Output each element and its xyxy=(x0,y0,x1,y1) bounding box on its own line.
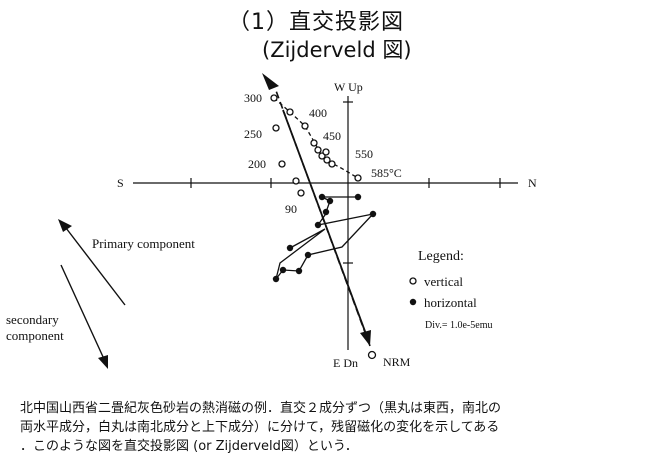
vertical-point xyxy=(367,350,377,360)
solid-trend-arrowhead xyxy=(360,330,371,346)
step-label-nrm: NRM xyxy=(383,355,411,369)
axis-label-left: S xyxy=(117,176,124,190)
step-label-250: 250 xyxy=(244,127,262,141)
dashed-fit-arrowhead xyxy=(262,73,279,90)
horizontal-point xyxy=(272,275,280,283)
vertical-point xyxy=(278,160,286,168)
step-label-400: 400 xyxy=(309,106,327,120)
vertical-point xyxy=(292,177,300,185)
vertical-point xyxy=(301,122,309,130)
horizontal-point xyxy=(314,221,322,229)
vertical-points xyxy=(270,94,377,360)
axis-label-top: W Up xyxy=(334,80,363,94)
vertical-point xyxy=(270,94,278,102)
primary-component-arrow xyxy=(65,227,126,306)
vertical-point xyxy=(323,156,331,164)
zijderveld-diagram: W Up E Dn S N xyxy=(6,73,537,370)
horizontal-point xyxy=(318,193,326,201)
axis-label-bottom: E Dn xyxy=(333,356,358,370)
vertical-point xyxy=(328,160,336,168)
legend-vertical-label: vertical xyxy=(424,274,463,289)
step-label-300: 300 xyxy=(244,91,262,105)
secondary-arrowhead xyxy=(98,355,108,369)
figure-title: （1）直交投影図 xyxy=(228,10,404,35)
step-label-90: 90 xyxy=(285,202,297,216)
horizontal-point xyxy=(354,193,362,201)
solid-trend-line xyxy=(282,109,367,335)
vertical-point xyxy=(272,124,280,132)
figure-subtitle: (Zijderveld 図) xyxy=(262,38,412,62)
vertical-point xyxy=(314,146,322,154)
horizontal-point xyxy=(295,267,303,275)
legend-filled-circle xyxy=(409,298,417,306)
step-label-200: 200 xyxy=(248,157,266,171)
secondary-component-label-1: secondary xyxy=(6,312,59,327)
secondary-component-arrow xyxy=(60,264,105,360)
horizontal-ticks xyxy=(190,178,501,188)
horizontal-point xyxy=(286,244,294,252)
step-label-585: 585°C xyxy=(371,166,402,180)
secondary-component-label-2: component xyxy=(6,328,64,343)
horizontal-point xyxy=(369,210,377,218)
legend-div-label: Div.= 1.0e-5emu xyxy=(425,320,492,331)
vertical-point xyxy=(286,108,294,116)
vertical-point xyxy=(297,189,305,197)
vertical-ticks xyxy=(343,101,353,264)
vertical-point xyxy=(354,174,362,182)
primary-arrowhead xyxy=(58,219,72,232)
step-label-450: 450 xyxy=(323,129,341,143)
legend-title: Legend: xyxy=(418,249,464,264)
horizontal-point xyxy=(279,266,287,274)
legend-horizontal-label: horizontal xyxy=(424,295,477,310)
vertical-point xyxy=(322,148,330,156)
horizontal-point xyxy=(304,251,312,259)
horizontal-point xyxy=(326,197,334,205)
axis-label-right: N xyxy=(528,176,537,190)
primary-component-label: Primary component xyxy=(92,236,195,251)
horizontal-points xyxy=(272,193,377,283)
step-label-550: 550 xyxy=(355,147,373,161)
figure-caption: 北中国山西省二畳紀灰色砂岩の熱消磁の例．直交２成分ずつ（黒丸は東西，南北の 両水… xyxy=(20,401,502,454)
horizontal-point xyxy=(322,208,330,216)
legend-open-circle xyxy=(409,277,417,285)
vertical-point xyxy=(310,139,318,147)
